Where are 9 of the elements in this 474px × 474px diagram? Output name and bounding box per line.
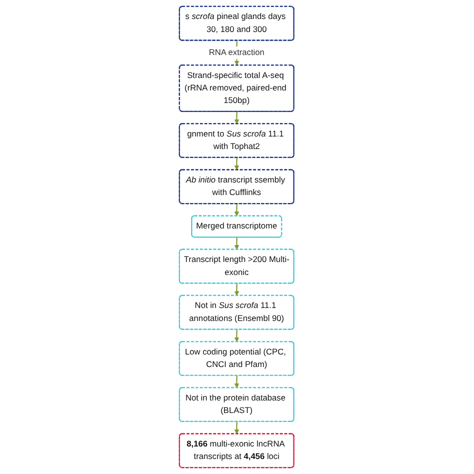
arrow	[234, 112, 240, 124]
arrow	[234, 422, 240, 434]
arrow	[234, 283, 240, 296]
arrow	[234, 330, 240, 342]
arrow	[234, 376, 240, 388]
arrow	[234, 237, 240, 250]
edge-label: RNA extraction	[209, 48, 265, 57]
arrow	[234, 204, 240, 216]
arrow	[234, 158, 240, 170]
